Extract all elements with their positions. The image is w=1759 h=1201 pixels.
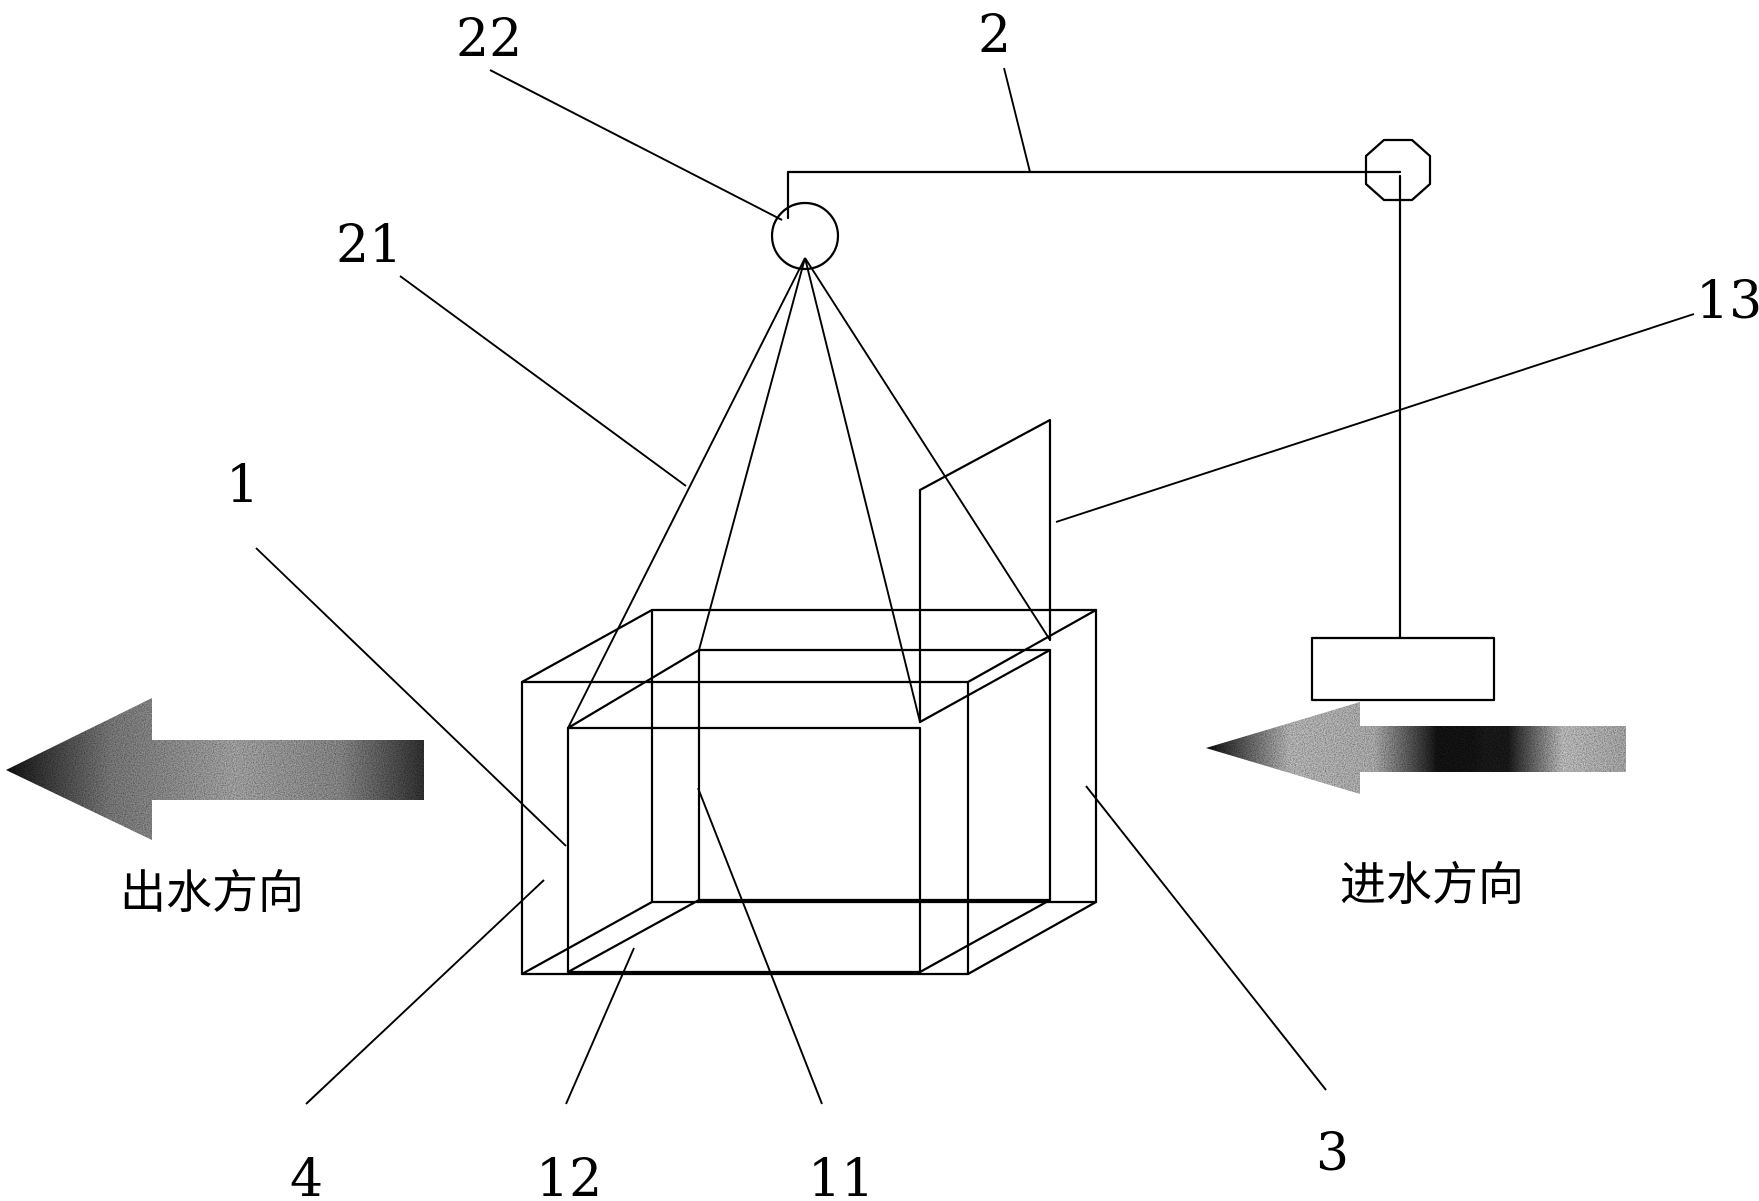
inner-edge-tr <box>918 648 1052 724</box>
label-1: 1 <box>226 455 259 515</box>
outer-edge-bl <box>520 900 654 976</box>
leader-4 <box>305 879 545 1105</box>
leader-lines <box>255 67 1695 1105</box>
leader-21 <box>399 275 687 487</box>
leader-2 <box>1003 67 1031 173</box>
lifting-pulley <box>770 201 840 271</box>
rope-front-right <box>804 257 921 723</box>
baffle-plate <box>918 418 1052 724</box>
leader-13 <box>1055 313 1695 523</box>
outer-box-back <box>650 608 1098 904</box>
inner-edge-tl <box>566 648 701 730</box>
counterweight-block <box>1310 636 1496 702</box>
leader-11 <box>697 787 823 1105</box>
leader-3 <box>1085 785 1327 1091</box>
rope-front-left <box>567 257 806 729</box>
reference-labels: 22 2 21 13 1 4 12 11 3 <box>226 5 1759 1201</box>
outer-box <box>520 608 1098 976</box>
inflow-arrow-shape <box>1206 702 1626 794</box>
outflow-direction-label: 出水方向 <box>120 865 304 919</box>
label-22: 22 <box>456 9 522 69</box>
hoist-frame <box>770 138 1496 702</box>
inner-cage-back <box>697 648 1052 902</box>
outer-edge-br <box>966 900 1098 976</box>
outer-edge-tr <box>966 608 1098 684</box>
rope-back-left <box>698 257 806 651</box>
outflow-arrow-shape <box>6 698 424 840</box>
label-12: 12 <box>536 1149 602 1201</box>
label-2: 2 <box>978 5 1011 65</box>
label-4: 4 <box>290 1149 323 1201</box>
outer-edge-tl <box>520 608 654 684</box>
leader-12 <box>565 947 635 1105</box>
outflow-arrow <box>6 698 424 840</box>
far-pulley <box>1364 138 1432 202</box>
inner-edge-bl <box>566 898 701 974</box>
leader-22 <box>489 69 783 221</box>
outer-box-front <box>520 680 970 976</box>
inner-cage <box>566 648 1052 974</box>
inner-cage-front <box>566 726 922 974</box>
leader-1 <box>255 547 567 847</box>
hoist-beam <box>786 170 1402 220</box>
label-3: 3 <box>1316 1123 1349 1183</box>
inflow-direction-label: 进水方向 <box>1340 857 1524 911</box>
baffle-outline <box>918 418 1052 724</box>
label-21: 21 <box>336 215 402 275</box>
label-11: 11 <box>808 1149 874 1201</box>
direction-captions: 出水方向 进水方向 <box>120 857 1524 919</box>
inflow-arrow <box>1206 702 1626 794</box>
lifting-ropes <box>567 257 1051 729</box>
label-13: 13 <box>1696 271 1759 331</box>
rope-back-right <box>804 257 1051 641</box>
inner-edge-br <box>918 898 1052 974</box>
